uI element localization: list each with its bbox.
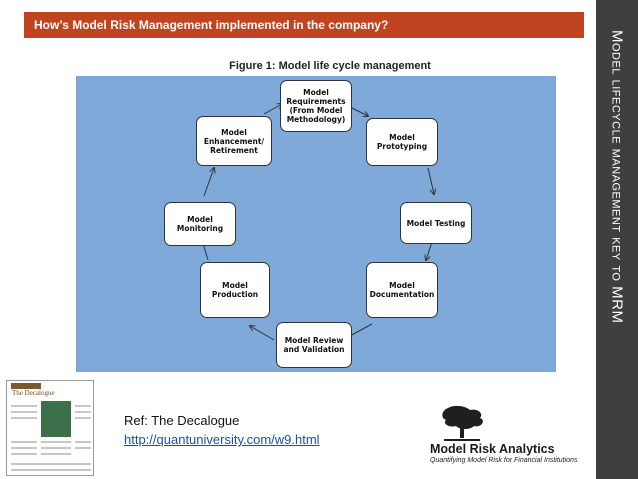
node-model-production: Model Production	[200, 262, 270, 318]
model-risk-analytics-logo	[442, 405, 483, 441]
arrow-mon-to-enh	[203, 168, 214, 197]
side-title-text: Model lifecycle management key to MRM	[608, 30, 626, 324]
reference-label: Ref: The Decalogue	[124, 413, 240, 428]
arrow-test-to-doc	[426, 241, 433, 260]
node-model-prototyping: Model Prototyping	[366, 118, 438, 166]
arrow-proto-to-test	[427, 167, 434, 194]
slide-header-bar: How’s Model Risk Management implemented …	[24, 12, 584, 38]
node-model-documentation: Model Documentation	[366, 262, 438, 318]
arrow-review-to-prod	[250, 326, 275, 341]
arrow-enh-to-req	[263, 104, 282, 115]
node-model-testing: Model Testing	[400, 202, 472, 244]
slide-header-title: How’s Model Risk Management implemented …	[34, 18, 389, 32]
thumbnail-image	[41, 401, 71, 437]
logo-name: Model Risk Analytics	[430, 442, 555, 456]
reference-link[interactable]: http://quantuniversity.com/w9.html	[124, 432, 320, 447]
node-model-monitoring: Model Monitoring	[164, 202, 236, 246]
node-model-requirements: Model Requirements (From Model Methodolo…	[280, 80, 352, 132]
node-model-review-validation: Model Review and Validation	[276, 322, 352, 368]
logo-tagline: Quantifying Model Risk for Financial Ins…	[430, 457, 578, 464]
side-title-bar	[596, 0, 638, 479]
decalogue-thumbnail: The Decalogue	[6, 380, 94, 476]
lifecycle-diagram: Model Requirements (From Model Methodolo…	[76, 76, 556, 372]
thumbnail-title: The Decalogue	[12, 389, 55, 397]
figure-title: Figure 1: Model life cycle management	[229, 60, 431, 72]
node-model-enhancement-retirement: Model Enhancement/ Retirement	[196, 116, 272, 166]
side-title: Model lifecycle management key to MRM	[596, 0, 638, 479]
